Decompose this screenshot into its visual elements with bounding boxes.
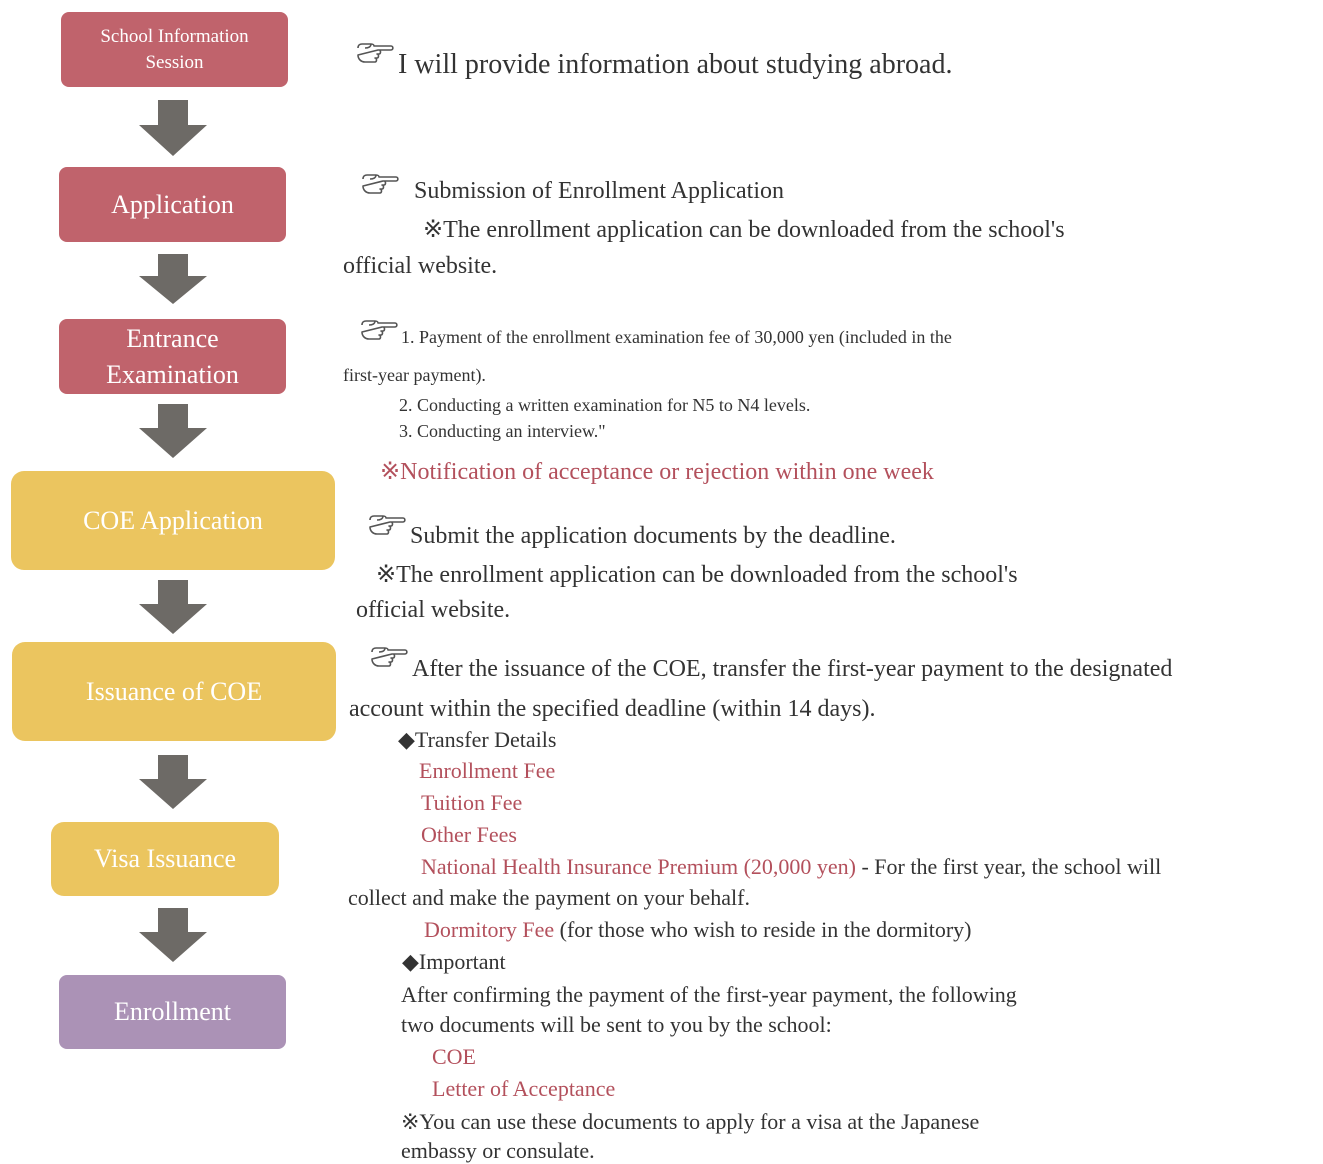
coe-application-title: Submit the application documents by the … — [410, 523, 896, 549]
down-arrow-icon — [139, 100, 207, 156]
down-arrow-icon — [139, 254, 207, 304]
exam-notice: ※Notification of acceptance or rejection… — [380, 459, 934, 485]
step-label: Session — [145, 51, 204, 73]
visa-note-cont: embassy or consulate. — [401, 1138, 595, 1163]
application-title: Submission of Enrollment Application — [414, 178, 784, 204]
step-label: Examination — [106, 359, 239, 389]
down-arrow-icon — [139, 580, 207, 634]
step-coe-application: COE Application — [11, 471, 335, 570]
step-visa-issuance: Visa Issuance — [51, 822, 279, 896]
transfer-details-heading: ◆Transfer Details — [398, 727, 557, 752]
step-entrance-examination: Entrance Examination — [59, 319, 286, 394]
fee-dormitory-desc: (for those who wish to reside in the dor… — [554, 917, 972, 942]
fee-insurance-line: National Health Insurance Premium (20,00… — [421, 856, 1161, 878]
step-school-information-session: School Information Session — [61, 12, 288, 87]
fee-insurance-desc: - For the first year, the school will — [855, 854, 1162, 879]
down-arrow-icon — [139, 755, 207, 809]
exam-step-2: 2. Conducting a written examination for … — [399, 395, 811, 415]
fee-enrollment: Enrollment Fee — [419, 758, 556, 783]
document-letter: Letter of Acceptance — [432, 1076, 616, 1101]
exam-step-3: 3. Conducting an interview." — [399, 421, 606, 441]
important-text: After confirming the payment of the firs… — [401, 982, 1017, 1007]
session-info: I will provide information about studyin… — [398, 49, 953, 80]
application-note: ※The enrollment application can be downl… — [423, 217, 1065, 243]
pointing-hand-icon — [370, 646, 410, 668]
down-arrow-icon — [139, 908, 207, 962]
coe-application-note-cont: official website. — [356, 597, 511, 623]
fee-dormitory-line: Dormitory Fee (for those who wish to res… — [424, 919, 971, 941]
step-label: Enrollment — [114, 997, 231, 1026]
important-text-cont: two documents will be sent to you by the… — [401, 1012, 832, 1037]
step-issuance-of-coe: Issuance of COE — [12, 642, 336, 741]
issuance-line-cont: account within the specified deadline (w… — [349, 696, 876, 722]
pointing-hand-icon — [361, 173, 401, 195]
fee-insurance: National Health Insurance Premium (20,00… — [421, 854, 856, 879]
exam-step-1: 1. Payment of the enrollment examination… — [401, 327, 952, 347]
step-enrollment: Enrollment — [59, 975, 286, 1049]
important-heading: ◆Important — [402, 949, 506, 974]
down-arrow-icon — [139, 404, 207, 458]
step-label: Visa Issuance — [93, 844, 237, 873]
fee-insurance-desc-cont: collect and make the payment on your beh… — [348, 885, 750, 910]
exam-step-1-cont: first-year payment). — [343, 365, 486, 385]
coe-application-note: ※The enrollment application can be downl… — [376, 562, 1018, 588]
step-label: Issuance of COE — [85, 676, 263, 706]
pointing-hand-icon — [368, 514, 408, 536]
step-label: School Information — [100, 25, 249, 47]
issuance-line: After the issuance of the COE, transfer … — [412, 656, 1173, 682]
fee-other: Other Fees — [421, 822, 517, 847]
application-note-cont: official website. — [343, 253, 498, 279]
fee-dormitory: Dormitory Fee — [424, 917, 555, 942]
pointing-hand-icon — [356, 42, 396, 64]
step-label: Application — [111, 189, 234, 219]
fee-tuition: Tuition Fee — [421, 790, 523, 815]
step-application: Application — [59, 167, 286, 242]
step-label: Entrance — [126, 323, 219, 353]
pointing-hand-icon — [360, 319, 400, 341]
visa-note: ※You can use these documents to apply fo… — [401, 1109, 980, 1134]
document-coe: COE — [432, 1044, 476, 1069]
step-label: COE Application — [83, 505, 263, 535]
